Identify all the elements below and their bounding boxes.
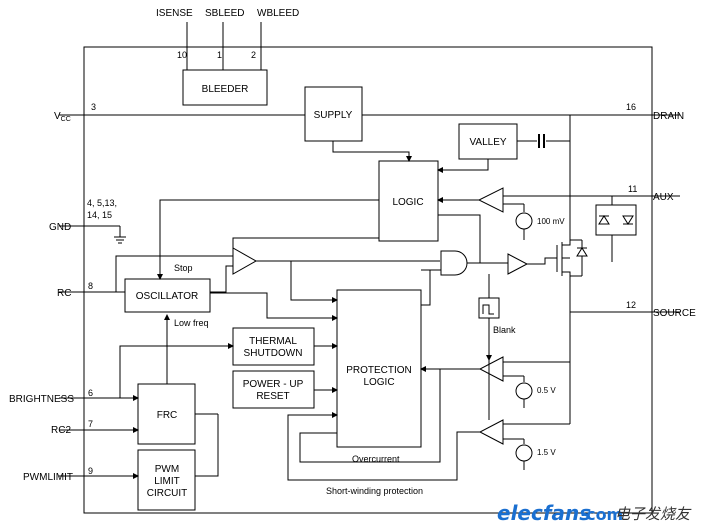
pin-brightness-label: BRIGHTNESS xyxy=(9,394,74,405)
watermark-cn: 电子发烧友 xyxy=(615,505,692,523)
pin-aux-number: 11 xyxy=(628,184,637,194)
powerup-label-line2: RESET xyxy=(256,391,289,402)
pin-source-number: 12 xyxy=(626,300,636,310)
pin-wbleed-label: WBLEED xyxy=(257,8,299,19)
thermal-label-line2: SHUTDOWN xyxy=(244,348,303,359)
pin-pwmlimit-label: PWMLIMIT xyxy=(23,472,73,483)
valley-label: VALLEY xyxy=(469,137,506,148)
pin-isense-label: ISENSE xyxy=(156,8,193,19)
pin-gnd-number-line1: 4, 5,13, xyxy=(87,198,117,208)
powerup-label-line1: POWER - UP xyxy=(243,379,304,390)
v05-label: 0.5 V xyxy=(537,386,556,395)
pin-rc2-number: 7 xyxy=(88,419,93,429)
v15-label: 1.5 V xyxy=(537,448,556,457)
elecfans-watermark: elecfans ·com 电子发烧友 xyxy=(497,501,692,525)
pin-vcc-number: 3 xyxy=(91,102,96,112)
pin-gnd-label: GND xyxy=(49,222,71,233)
pwm-label-line3: CIRCUIT xyxy=(147,488,188,499)
pin-rc-label: RC xyxy=(57,288,71,299)
pwm-limit-circuit-block xyxy=(137,449,196,511)
blank-label: Blank xyxy=(493,325,516,335)
logic-label: LOGIC xyxy=(392,197,423,208)
oscillator-block xyxy=(124,278,211,313)
pin-pwmlimit-number: 9 xyxy=(88,466,93,476)
bleeder-label: BLEEDER xyxy=(202,84,249,95)
thermal-label-line1: THERMAL xyxy=(249,336,297,347)
pin-vcc-label: VCC xyxy=(54,111,71,123)
low-freq-label: Low freq xyxy=(174,318,209,328)
pin-isense-number: 10 xyxy=(177,50,187,60)
pin-rc-number: 8 xyxy=(88,281,93,291)
frc-label: FRC xyxy=(157,410,178,421)
pin-rc2-label: RC2 xyxy=(51,425,71,436)
pin-drain-number: 16 xyxy=(626,102,636,112)
pin-drain-label: DRAIN xyxy=(653,111,684,122)
v100-label: 100 mV xyxy=(537,217,565,226)
pin-sbleed-number: 1 xyxy=(217,50,222,60)
oscillator-label: OSCILLATOR xyxy=(136,291,198,302)
pwm-label-line1: PWM xyxy=(155,464,179,475)
pin-wbleed-number: 2 xyxy=(251,50,256,60)
watermark-site: elecfans xyxy=(497,501,591,525)
bleeder-block xyxy=(182,69,268,106)
pin-aux-label: AUX xyxy=(653,192,674,203)
ic-outline xyxy=(83,46,653,514)
pin-sbleed-label: SBLEED xyxy=(205,8,244,19)
stop-label: Stop xyxy=(174,263,193,273)
overcurrent-label: Overcurrent xyxy=(352,454,400,464)
protection-label-line2: LOGIC xyxy=(363,377,394,388)
pin-source-label: SOURCE xyxy=(653,308,696,319)
pin-gnd-number-line2: 14, 15 xyxy=(87,210,112,220)
short-winding-label: Short-winding protection xyxy=(326,486,423,496)
supply-label: SUPPLY xyxy=(314,110,353,121)
pwm-label-line2: LIMIT xyxy=(154,476,180,487)
watermark-dotcom: ·com xyxy=(580,505,623,524)
pin-brightness-number: 6 xyxy=(88,388,93,398)
protection-label-line1: PROTECTION xyxy=(346,365,412,376)
